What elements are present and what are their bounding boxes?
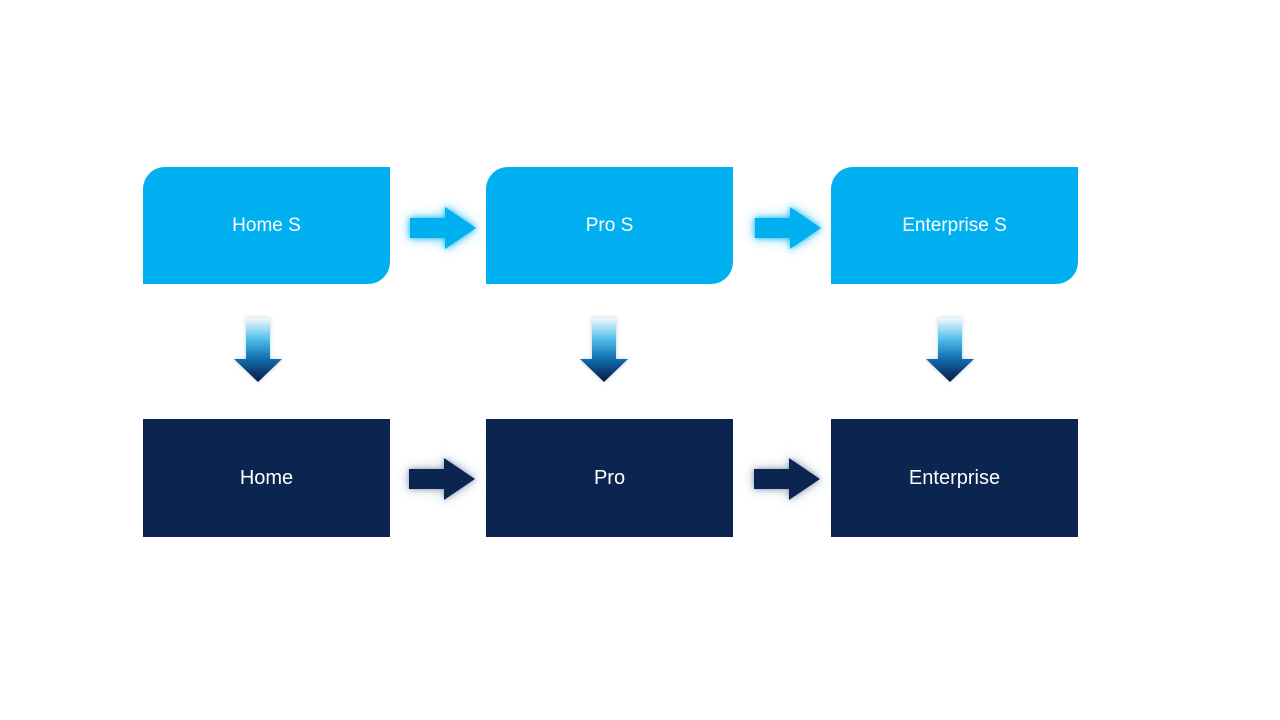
node-enterprise-s: Enterprise S [831,167,1078,284]
node-home: Home [143,419,390,537]
node-enterprise: Enterprise [831,419,1078,537]
down-arrow-icon [234,318,282,382]
node-pro: Pro [486,419,733,537]
node-label: Pro [593,466,626,489]
node-label: Pro S [585,214,634,236]
node-label: Home [239,466,294,489]
right-arrow-icon [409,458,475,500]
node-label: Enterprise S [902,214,1007,236]
right-arrow-icon [754,458,820,500]
down-arrow-icon [580,318,628,382]
down-arrow-icon [926,318,974,382]
right-arrow-icon [410,207,476,249]
node-label: Home S [232,214,301,236]
node-label: Enterprise [908,466,1001,489]
right-arrow-icon [755,207,821,249]
node-pro-s: Pro S [486,167,733,284]
node-home-s: Home S [143,167,390,284]
